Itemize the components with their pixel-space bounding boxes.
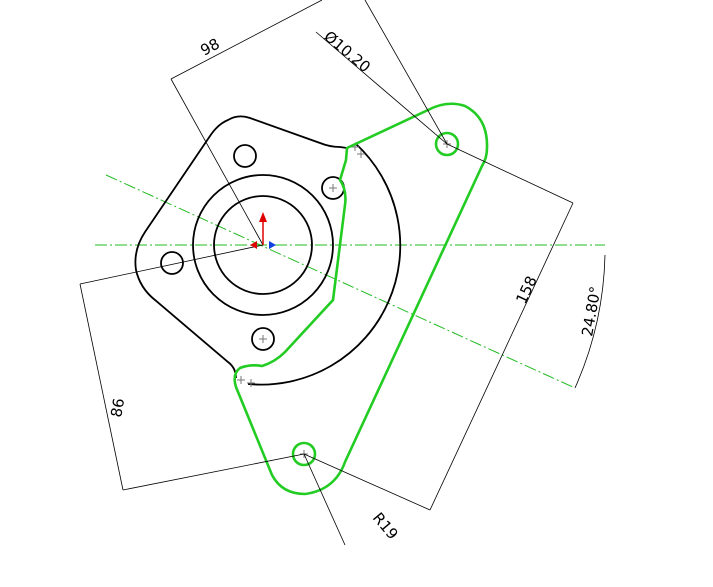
dimension-98[interactable]: 98: [197, 35, 222, 60]
dimension-angle[interactable]: 24.80°: [578, 285, 604, 338]
dimension-158[interactable]: 158: [512, 273, 540, 307]
angled-centerline[interactable]: [105, 174, 576, 389]
bolt-hole[interactable]: [160, 251, 184, 275]
link-bottom-hole[interactable]: [291, 441, 317, 467]
dimension-hole-diameter[interactable]: Ø10.20: [320, 27, 374, 76]
bolt-hole[interactable]: [233, 144, 257, 168]
hub-inner-circle[interactable]: [213, 195, 313, 295]
link-arm-outline[interactable]: [233, 102, 489, 496]
dimension-radius[interactable]: R19: [369, 509, 402, 543]
origin-icon: [250, 212, 276, 249]
bolt-hole[interactable]: [251, 327, 275, 351]
link-top-hole[interactable]: [434, 131, 460, 157]
dimension-lines: [79, 0, 606, 546]
dimension-86[interactable]: 86: [107, 397, 128, 419]
hub-outer-circle[interactable]: [192, 174, 334, 316]
base-plate-arc[interactable]: [247, 142, 402, 386]
base-plate-outline[interactable]: [134, 115, 348, 379]
